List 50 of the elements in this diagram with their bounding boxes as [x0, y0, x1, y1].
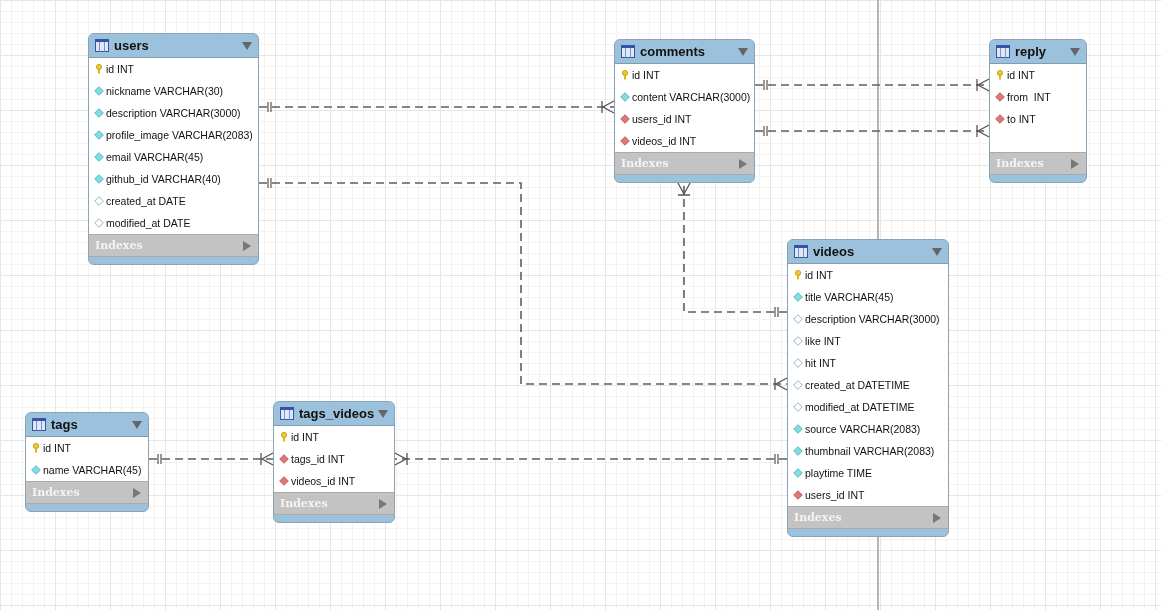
column-text: tags_id INT: [291, 453, 345, 465]
table-card: [989, 39, 1087, 183]
column-text: users_id INT: [805, 489, 865, 501]
column-text: thumbnail VARCHAR(2083): [805, 445, 935, 457]
column-text: to INT: [1007, 113, 1036, 125]
column-text: id INT: [106, 63, 134, 75]
column-text: description VARCHAR(3000): [805, 313, 940, 325]
column-text: title VARCHAR(45): [805, 291, 894, 303]
table-name: videos: [813, 244, 856, 259]
column-text: videos_id INT: [632, 135, 697, 147]
table-card: [25, 412, 149, 512]
column-text: like INT: [805, 335, 841, 347]
column-text: nickname VARCHAR(30): [106, 85, 224, 97]
table-card: [273, 401, 395, 523]
column-text: modified_at DATE: [106, 217, 191, 229]
relationship-line: [148, 452, 274, 466]
column-text: description VARCHAR(3000): [106, 107, 241, 119]
column-text: created_at DATETIME: [805, 379, 910, 391]
table-name: comments: [640, 44, 707, 59]
table-card: [787, 239, 949, 537]
column-text: email VARCHAR(45): [106, 151, 204, 163]
table-card: [614, 39, 755, 183]
relationship-line: [754, 124, 990, 138]
table-card: [88, 33, 259, 265]
column-text: source VARCHAR(2083): [805, 423, 921, 435]
table-name: tags: [51, 417, 79, 432]
column-text: users_id INT: [632, 113, 692, 125]
column-text: hit INT: [805, 357, 836, 369]
column-text: videos_id INT: [291, 475, 356, 487]
column-text: id INT: [1007, 69, 1035, 81]
table-name: tags_videos: [299, 406, 376, 421]
relationship-line: [258, 178, 788, 391]
column-text: profile_image VARCHAR(2083): [106, 129, 253, 141]
relationship-line: [754, 78, 990, 92]
relationship-line: [258, 100, 615, 114]
column-text: id INT: [291, 431, 319, 443]
column-text: name VARCHAR(45): [43, 464, 142, 476]
column-text: playtime TIME: [805, 467, 872, 479]
column-text: id INT: [805, 269, 833, 281]
column-text: created_at DATE: [106, 195, 186, 207]
relationship-line: [677, 182, 788, 317]
column-text: modified_at DATETIME: [805, 401, 915, 413]
relationship-line: [394, 452, 788, 466]
table-name: reply: [1015, 44, 1048, 59]
table-name: users: [114, 38, 150, 53]
column-text: id INT: [43, 442, 71, 454]
column-text: from INT: [1007, 91, 1051, 103]
column-text: id INT: [632, 69, 660, 81]
column-text: content VARCHAR(3000): [632, 91, 751, 103]
column-text: github_id VARCHAR(40): [106, 173, 221, 185]
